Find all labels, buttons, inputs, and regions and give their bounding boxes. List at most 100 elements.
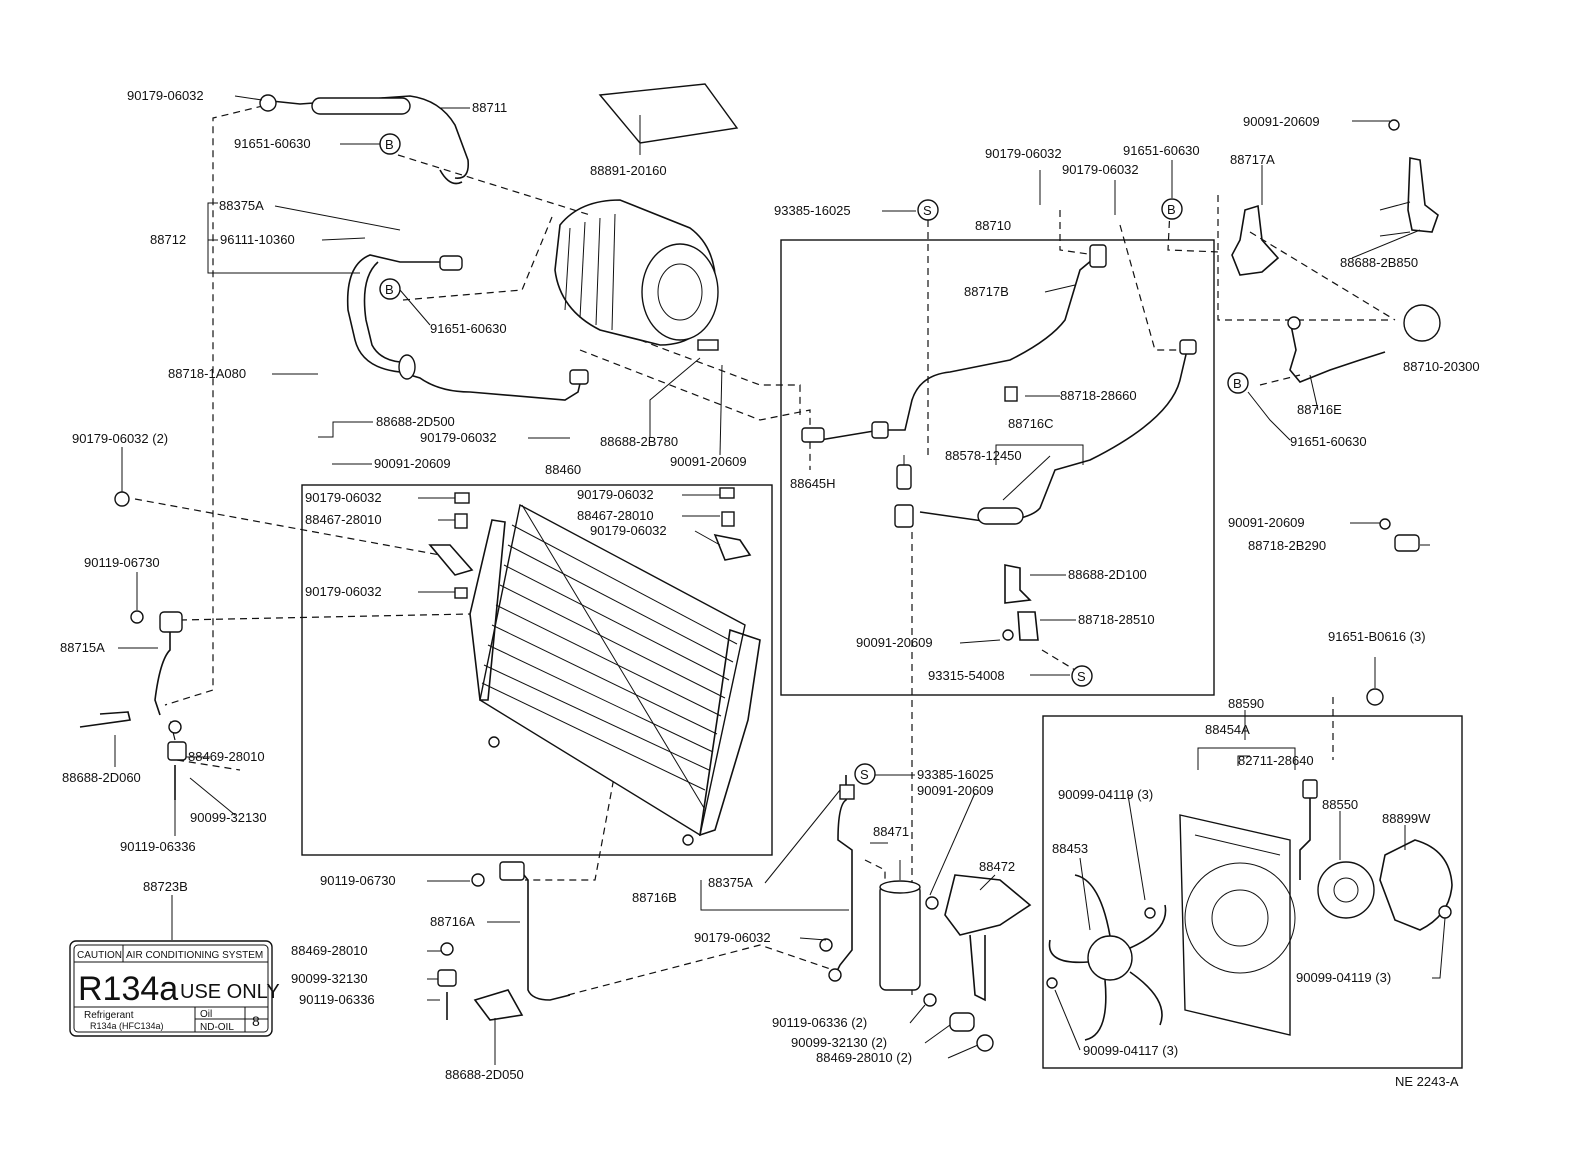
callout-90091-20609-e: 90091-20609: [856, 635, 933, 650]
discharge-hose-88711: [259, 94, 470, 185]
svg-text:B: B: [1167, 202, 1176, 217]
callout-90091-20609-d: 90091-20609: [1228, 515, 1305, 530]
callout-90099-32130-2: 90099-32130 (2): [791, 1035, 887, 1050]
label-system: AIR CONDITIONING SYSTEM: [126, 950, 263, 961]
callout-88375A: 88375A: [219, 198, 264, 213]
pressure-switch-88645H: [896, 455, 912, 490]
callout-91651-60630-b: 91651-60630: [430, 321, 507, 336]
callout-88688-2D100: 88688-2D100: [1068, 567, 1147, 582]
pipe-88715A: [130, 610, 183, 716]
callout-90119-06730-b: 90119-06730: [320, 873, 396, 888]
callout-90179-06032-b: 90179-06032: [420, 430, 497, 445]
callout-90099-04119-a: 90099-04119 (3): [1058, 787, 1153, 802]
callout-88710-20300: 88710-20300: [1403, 359, 1480, 374]
svg-text:S: S: [860, 767, 869, 782]
callout-88471: 88471: [873, 824, 909, 839]
callout-88472: 88472: [979, 859, 1015, 874]
callout-88716A: 88716A: [430, 914, 475, 929]
callout-88688-2D500: 88688-2D500: [376, 414, 455, 429]
cover-88899W: [1379, 839, 1453, 931]
callout-88454A: 88454A: [1205, 722, 1250, 737]
marker-b-4: B: [1227, 372, 1249, 394]
callout-90091-20609: 90091-20609: [374, 456, 451, 471]
callout-91651-B0616: 91651-B0616 (3): [1328, 629, 1426, 644]
callout-88578-12450: 88578-12450: [945, 448, 1022, 463]
callout-88550: 88550: [1322, 797, 1358, 812]
marker-s-2: S: [1071, 665, 1093, 687]
callout-93385-16025: 93385-16025: [774, 203, 851, 218]
pipe-88716A: [508, 869, 571, 1001]
condenser-88460: [469, 503, 761, 846]
callout-90179-06032-c: 90179-06032: [305, 490, 382, 505]
label-refrigerant-type: R134a (HFC134a): [90, 1021, 164, 1031]
callout-90119-06336-2: 90119-06336 (2): [772, 1015, 867, 1030]
callout-93315-54008: 93315-54008: [928, 668, 1005, 683]
callout-88715A: 88715A: [60, 640, 105, 655]
label-refrigerant: Refrigerant: [84, 1010, 134, 1021]
bracket-88472: [944, 874, 1032, 1002]
diagram-id: NE 2243-A: [1395, 1074, 1459, 1089]
callout-90119-06336-b: 90119-06336: [299, 992, 375, 1007]
svg-text:S: S: [1077, 669, 1086, 684]
label-oil: Oil: [200, 1009, 212, 1020]
callout-88453: 88453: [1052, 841, 1088, 856]
fan-88453: [1048, 874, 1167, 1041]
callout-88460: 88460: [545, 462, 581, 477]
receiver-88471: [879, 860, 921, 991]
callout-88718-2B290: 88718-2B290: [1248, 538, 1326, 553]
callout-90099-04117: 90099-04117 (3): [1083, 1043, 1178, 1058]
callout-96111-10360: 96111-10360: [220, 232, 295, 247]
compressor: [554, 199, 719, 351]
svg-text:S: S: [923, 203, 932, 218]
callout-88688-2B780: 88688-2B780: [600, 434, 678, 449]
callout-88716B: 88716B: [632, 890, 677, 905]
callout-88688-2B850: 88688-2B850: [1340, 255, 1418, 270]
label-sheet-88891: [598, 83, 739, 144]
callout-88723B: 88723B: [143, 879, 188, 894]
condenser-group-box: [301, 484, 773, 856]
callout-88467-28010: 88467-28010: [305, 512, 382, 527]
callout-91651-60630: 91651-60630: [234, 136, 311, 151]
callout-88711: 88711: [472, 100, 507, 115]
pipe-88716C: [919, 345, 1189, 523]
fan-group-box: [1042, 715, 1463, 1069]
piping-group-box: [780, 239, 1215, 696]
callout-88716C: 88716C: [1008, 416, 1054, 431]
callout-90099-32130: 90099-32130: [190, 810, 267, 825]
refrigerant-caution-label: CAUTION AIR CONDITIONING SYSTEM R134a US…: [69, 940, 280, 1037]
callout-88645H: 88645H: [790, 476, 836, 491]
callout-90179-06032-g: 90179-06032: [985, 146, 1062, 161]
callout-88688-2D060: 88688-2D060: [62, 770, 141, 785]
pipe-88716E: [1289, 319, 1386, 383]
callout-90179-06032-d: 90179-06032: [577, 487, 654, 502]
callout-90179-06032-f: 90179-06032: [305, 584, 382, 599]
callout-88469-28010-2: 88469-28010 (2): [816, 1050, 912, 1065]
label-nd-oil: ND-OIL: [200, 1022, 234, 1033]
marker-b-3: B: [1161, 198, 1183, 220]
marker-b-1: B: [379, 133, 401, 155]
marker-b-2: B: [379, 278, 401, 300]
svg-text:B: B: [385, 137, 394, 152]
fan-motor-88550: [1299, 779, 1375, 919]
callout-88718-1A080: 88718-1A080: [168, 366, 246, 381]
label-caution: CAUTION: [77, 950, 122, 961]
label-oil-grade: 8: [252, 1013, 260, 1029]
callout-90091-20609-c: 90091-20609: [1243, 114, 1320, 129]
callout-90179-06032-e: 90179-06032: [590, 523, 667, 538]
svg-text:B: B: [385, 282, 394, 297]
callout-88718-28660: 88718-28660: [1060, 388, 1137, 403]
callout-90179-06032-h: 90179-06032: [1062, 162, 1139, 177]
fan-shroud-88454A: [1179, 814, 1296, 1036]
callout-90091-20609-b: 90091-20609: [670, 454, 747, 469]
callout-88891-20160: 88891-20160: [590, 163, 667, 178]
callout-88467-28010-b: 88467-28010: [577, 508, 654, 523]
bracket-88717A: [1231, 204, 1280, 276]
callout-90099-32130-b: 90099-32130: [291, 971, 368, 986]
callout-88718-28510: 88718-28510: [1078, 612, 1155, 627]
callout-88716E: 88716E: [1297, 402, 1342, 417]
callout-88688-2D050: 88688-2D050: [445, 1067, 524, 1082]
suction-hose-88712: [346, 254, 589, 401]
cylinder-88710-20300: [1403, 304, 1441, 342]
callout-88899W: 88899W: [1382, 811, 1431, 826]
